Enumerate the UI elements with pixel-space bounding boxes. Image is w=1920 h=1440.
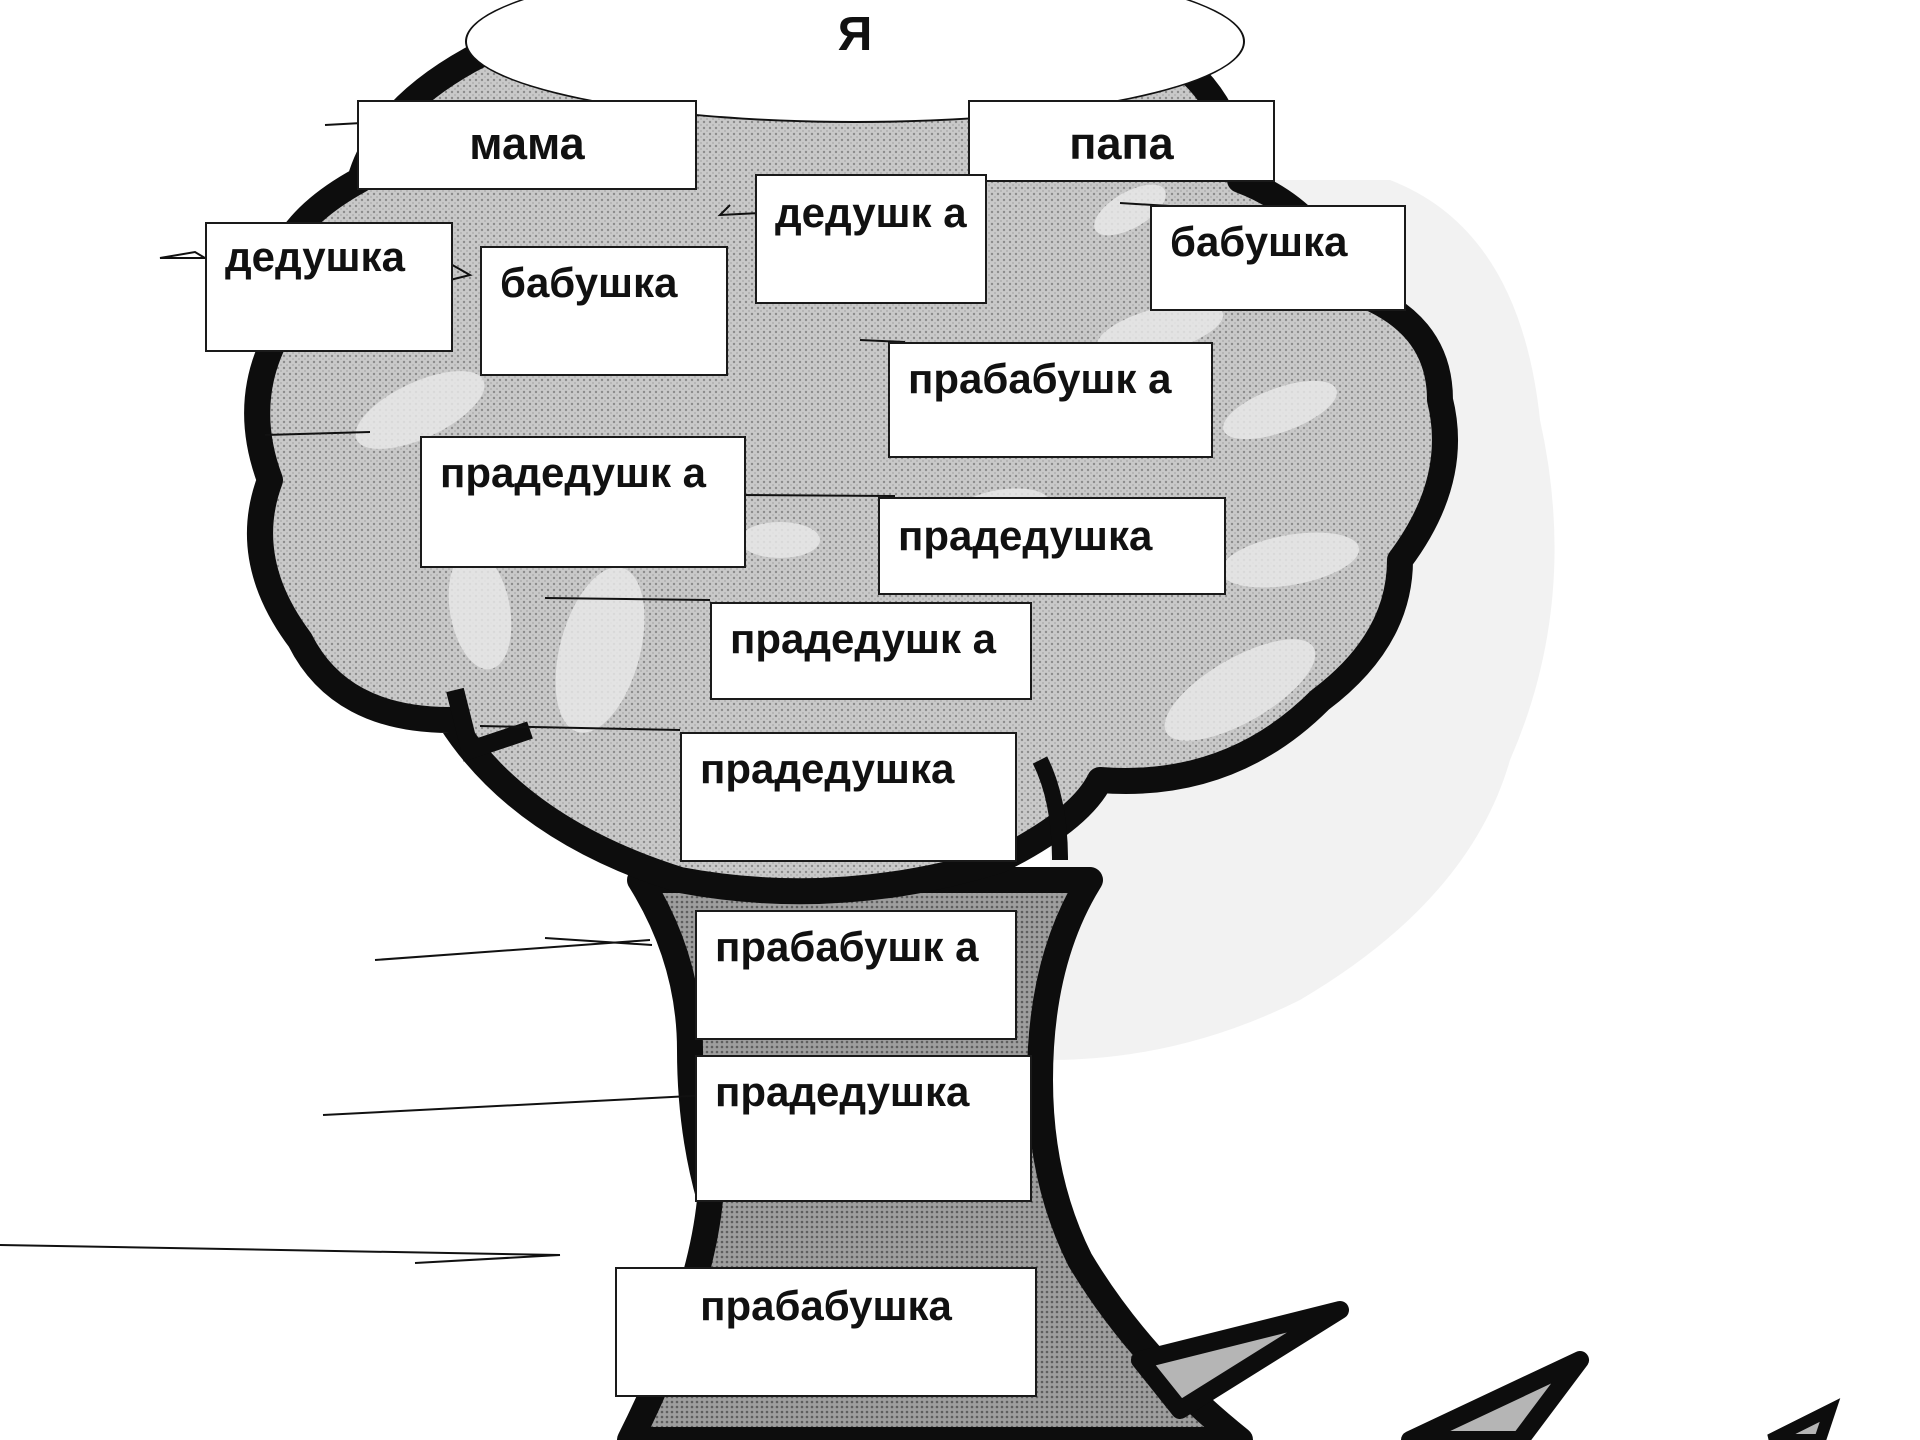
great-grandmother-1-label: прабабушк а — [908, 355, 1172, 402]
crown-notch — [446, 687, 533, 762]
grandmother-paternal-label: бабушка — [1170, 218, 1348, 265]
great-grandfather-1-label: прадедушк а — [440, 449, 706, 496]
great-grandmother-2-box: прабабушк а — [695, 910, 1017, 1040]
grandfather-paternal-box: дедушк а — [755, 174, 987, 304]
father-box: папа — [968, 100, 1275, 182]
grass-blade — [1767, 1398, 1841, 1440]
great-grandfather-2-box: прадедушка — [878, 497, 1226, 595]
great-grandfather-1-box: прадедушк а — [420, 436, 746, 568]
great-grandfather-4-box: прадедушка — [680, 732, 1017, 862]
grass-blade — [1131, 1301, 1349, 1419]
great-grandmother-2-label: прабабушк а — [715, 923, 979, 970]
crown-notch-right — [1032, 756, 1068, 861]
great-grandfather-3-label: прадедушк а — [730, 615, 996, 662]
grandfather-maternal-box: дедушка — [205, 222, 453, 352]
great-grandfather-3-box: прадедушк а — [710, 602, 1032, 700]
grandfather-maternal-label: дедушка — [225, 233, 405, 280]
mother-label: мама — [469, 118, 585, 169]
grandfather-paternal-label: дедушк а — [775, 189, 967, 236]
grass-blade — [1401, 1351, 1589, 1440]
me-label: Я — [837, 8, 873, 61]
grandmother-maternal-box: бабушка — [480, 246, 728, 376]
great-grandfather-5-box: прадедушка — [695, 1055, 1032, 1202]
great-grandmother-3-label: прабабушка — [700, 1282, 952, 1329]
mother-box: мама — [357, 100, 697, 190]
great-grandmother-1-box: прабабушк а — [888, 342, 1213, 458]
grandmother-paternal-box: бабушка — [1150, 205, 1406, 311]
great-grandmother-3-box: прабабушка — [615, 1267, 1037, 1397]
great-grandfather-5-label: прадедушка — [715, 1068, 970, 1115]
father-label: папа — [1069, 118, 1174, 169]
great-grandfather-4-label: прадедушка — [700, 745, 955, 792]
great-grandfather-2-label: прадедушка — [898, 512, 1153, 559]
grandmother-maternal-label: бабушка — [500, 259, 678, 306]
